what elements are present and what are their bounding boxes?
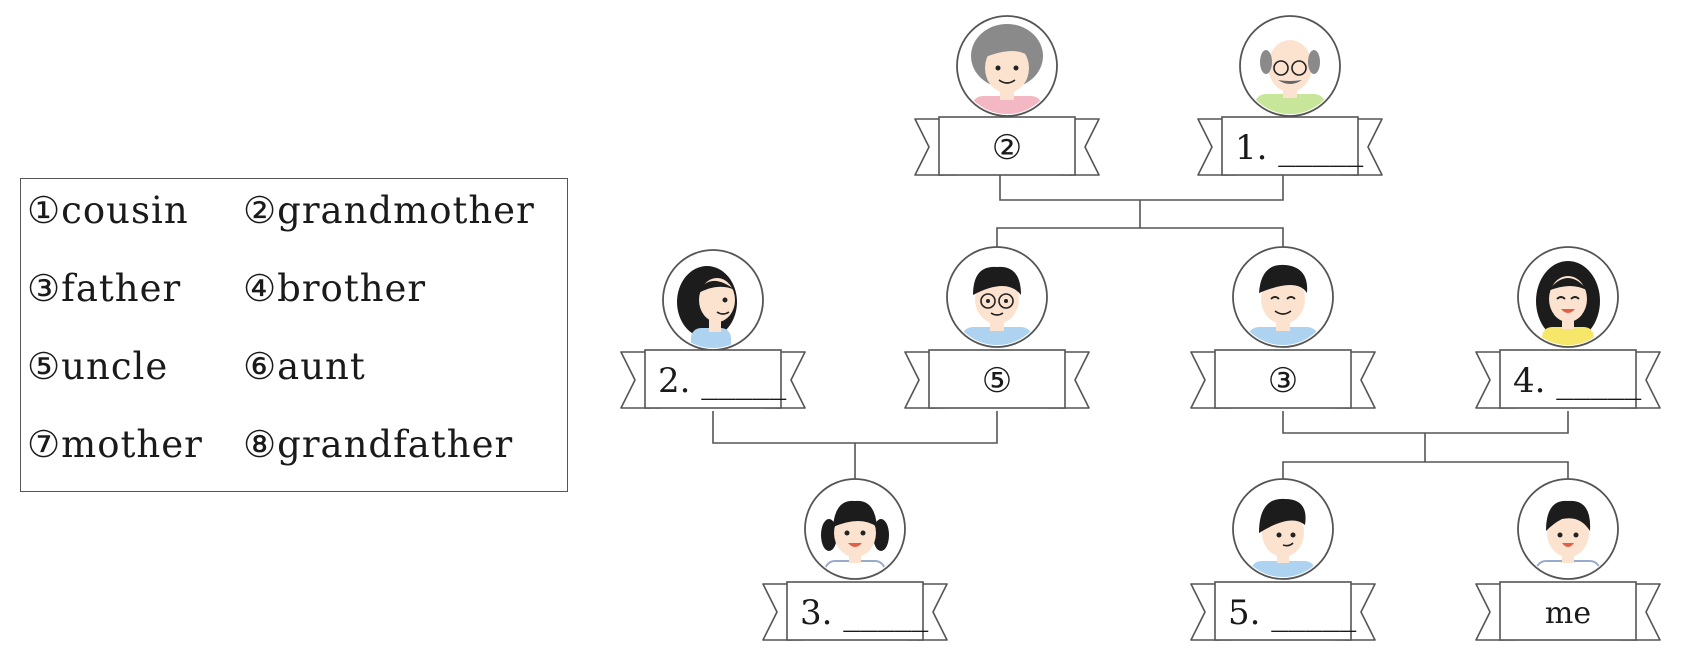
word-item-aunt: ⑥aunt [243,345,366,388]
person-cousin [804,478,906,580]
label-grandfather: 1. _____ [1235,128,1363,168]
connector-aunt-uncle [712,411,998,444]
connector-children [1282,461,1569,490]
word-item-cousin: ①cousin [27,189,189,232]
person-me [1517,478,1619,580]
word-item-mother: ⑦mother [27,423,203,466]
person-father [1232,246,1334,348]
label-father: ③ [1268,361,1298,401]
label-me: me [1545,596,1591,631]
word-item-grandfather: ⑧grandfather [243,423,514,466]
connector-grandparents [999,175,1284,201]
banner-me: me [1475,581,1661,641]
person-grandfather [1239,15,1341,117]
banner-brother: 5. _____ [1190,581,1376,641]
connector-grandparents-children [996,227,1284,257]
word-item-grandmother: ②grandmother [243,189,535,232]
banner-aunt: 2. _____ [620,349,806,409]
person-uncle [946,246,1048,348]
word-item-brother: ④brother [243,267,427,310]
label-uncle: ⑤ [982,361,1012,401]
person-brother [1232,478,1334,580]
word-item-uncle: ⑤uncle [27,345,169,388]
person-aunt [662,249,764,351]
label-cousin: 3. _____ [800,593,928,633]
banner-grandmother: ② [914,116,1100,176]
word-item-father: ③father [27,267,182,310]
person-mother [1517,246,1619,348]
banner-mother: 4. _____ [1475,349,1661,409]
label-aunt: 2. _____ [658,361,786,401]
banner-uncle: ⑤ [904,349,1090,409]
label-brother: 5. _____ [1228,593,1356,633]
banner-father: ③ [1190,349,1376,409]
word-bank-box: ①cousin ②grandmother ③father ④brother ⑤u… [20,178,568,492]
label-mother: 4. _____ [1513,361,1641,401]
connector-father-mother [1282,411,1569,434]
person-grandmother [956,15,1058,117]
banner-grandfather: 1. _____ [1197,116,1383,176]
tree-connectors [712,175,1569,490]
label-grandmother: ② [992,128,1022,168]
banner-cousin: 3. _____ [762,581,948,641]
